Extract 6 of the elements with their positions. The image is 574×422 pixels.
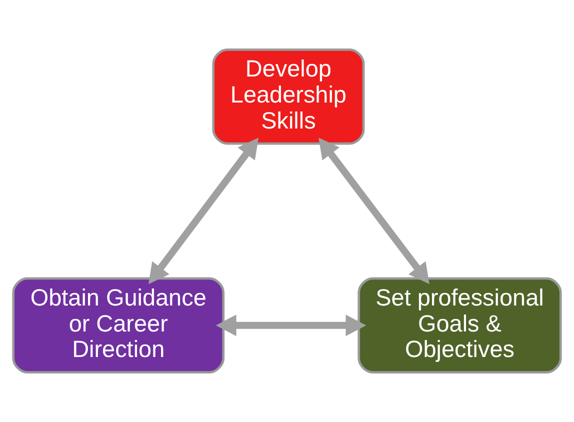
node-box: Set professional Goals & Objectives — [358, 277, 562, 374]
node-box: Obtain Guidance or Career Direction — [12, 277, 225, 374]
arrow — [148, 138, 259, 284]
node-box: Develop Leadership Skills — [212, 48, 365, 145]
arrow — [216, 314, 366, 336]
arrow — [318, 138, 430, 284]
